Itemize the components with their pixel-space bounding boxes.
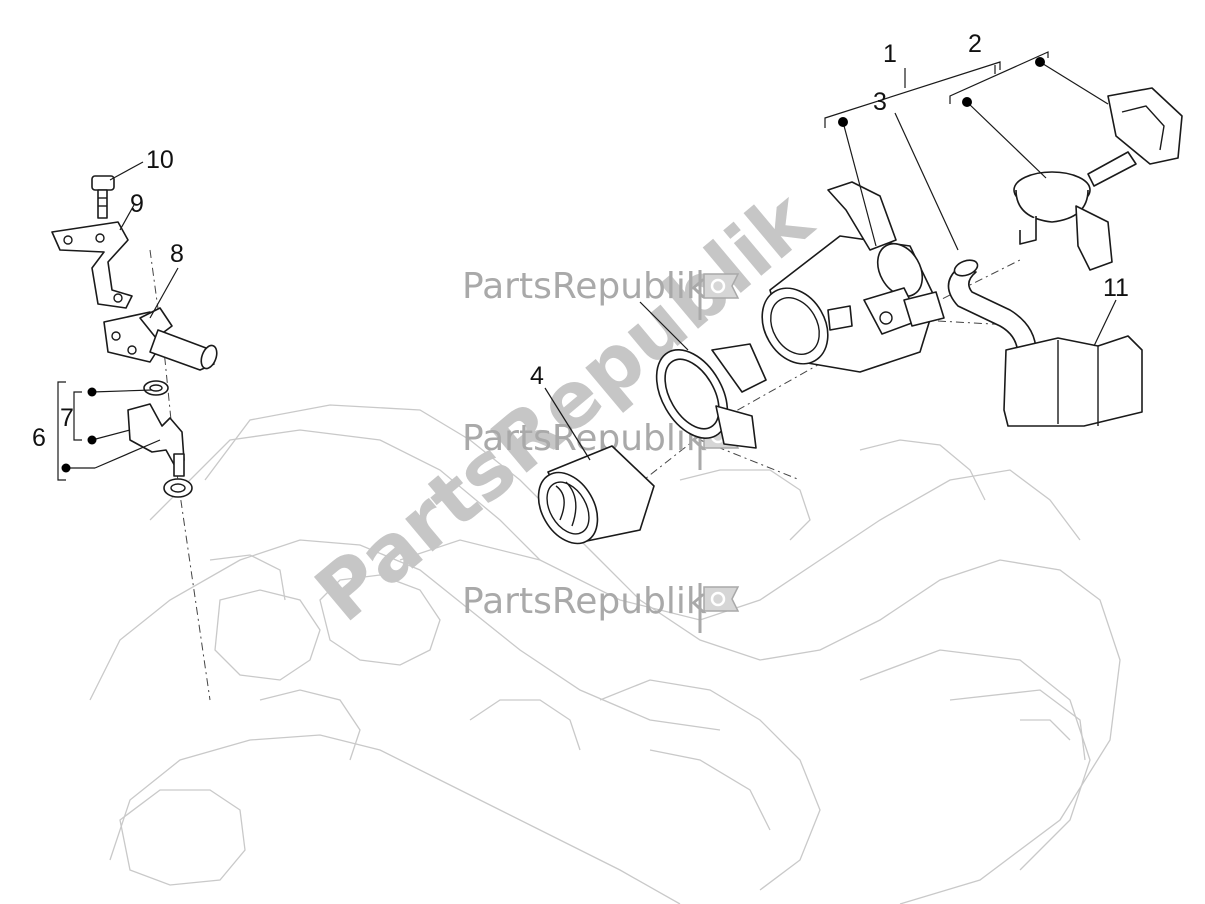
part-2-valve[interactable] bbox=[1013, 151, 1137, 271]
part-11-cover[interactable] bbox=[1003, 335, 1143, 427]
watermark-brand-3: PartsRepublik bbox=[462, 581, 707, 622]
engine-background-outline bbox=[89, 404, 1121, 904]
callout-11[interactable]: 11 bbox=[1103, 274, 1129, 302]
watermark-brand-1: PartsRepublik bbox=[462, 266, 707, 307]
callout-4[interactable]: 4 bbox=[530, 362, 544, 390]
watermark-gear-icon bbox=[698, 583, 740, 633]
watermark-brand-2: PartsRepublik bbox=[462, 418, 707, 459]
part-1-throttle-body[interactable] bbox=[749, 181, 945, 376]
callout-6[interactable]: 6 bbox=[32, 424, 46, 452]
part-2-clip[interactable] bbox=[1107, 87, 1183, 165]
part-8-sensor[interactable] bbox=[103, 307, 220, 371]
part-9-bracket[interactable] bbox=[51, 221, 133, 309]
callout-7[interactable]: 7 bbox=[60, 404, 74, 432]
clamp-part[interactable] bbox=[642, 337, 767, 450]
callout-9[interactable]: 9 bbox=[130, 190, 144, 218]
callout-1[interactable]: 1 bbox=[883, 40, 897, 68]
part-10-bolt[interactable] bbox=[91, 175, 115, 219]
watermark-diagonal: PartsRepublik bbox=[299, 174, 830, 640]
callout-10[interactable]: 10 bbox=[146, 146, 174, 174]
watermark-group: PartsRepublik PartsRepublik PartsRepubli… bbox=[299, 174, 830, 640]
leader-lines bbox=[57, 51, 1117, 481]
leader-bullets bbox=[61, 57, 1045, 473]
part-4-intake-sleeve[interactable] bbox=[526, 445, 655, 554]
callout-3[interactable]: 3 bbox=[873, 88, 887, 116]
callout-labels: 1 2 3 4 6 7 8 9 10 11 bbox=[32, 30, 1129, 452]
callout-2[interactable]: 2 bbox=[968, 30, 982, 58]
callout-8[interactable]: 8 bbox=[170, 240, 184, 268]
watermark-gear-icon bbox=[698, 270, 740, 320]
part-6-injector[interactable] bbox=[127, 380, 193, 498]
